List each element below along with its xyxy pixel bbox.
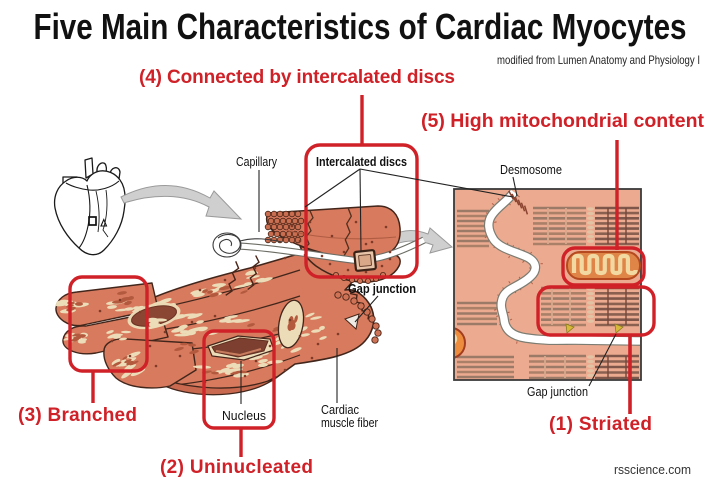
svg-text:(5) High mitochondrial content: (5) High mitochondrial content [421,111,705,132]
svg-text:Gap junction: Gap junction [527,384,588,399]
svg-text:modified from Lumen Anatomy an: modified from Lumen Anatomy and Physiolo… [497,53,700,67]
svg-text:Five Main Characteristics of C: Five Main Characteristics of Cardiac Myo… [34,6,687,47]
svg-text:(1) Striated: (1) Striated [549,414,652,435]
svg-text:muscle fiber: muscle fiber [321,415,379,430]
svg-text:Gap junction: Gap junction [348,281,416,296]
svg-text:Capillary: Capillary [236,154,277,169]
svg-text:Nucleus: Nucleus [222,408,266,423]
svg-text:(4) Connected by intercalated: (4) Connected by intercalated discs [139,67,455,88]
svg-text:Intercalated discs: Intercalated discs [316,154,407,169]
svg-text:rsscience.com: rsscience.com [614,462,691,477]
svg-text:(3) Branched: (3) Branched [18,405,137,426]
svg-text:Desmosome: Desmosome [500,162,562,177]
svg-text:(2) Uninucleated: (2) Uninucleated [160,457,313,478]
svg-text:Cardiac: Cardiac [321,402,359,417]
